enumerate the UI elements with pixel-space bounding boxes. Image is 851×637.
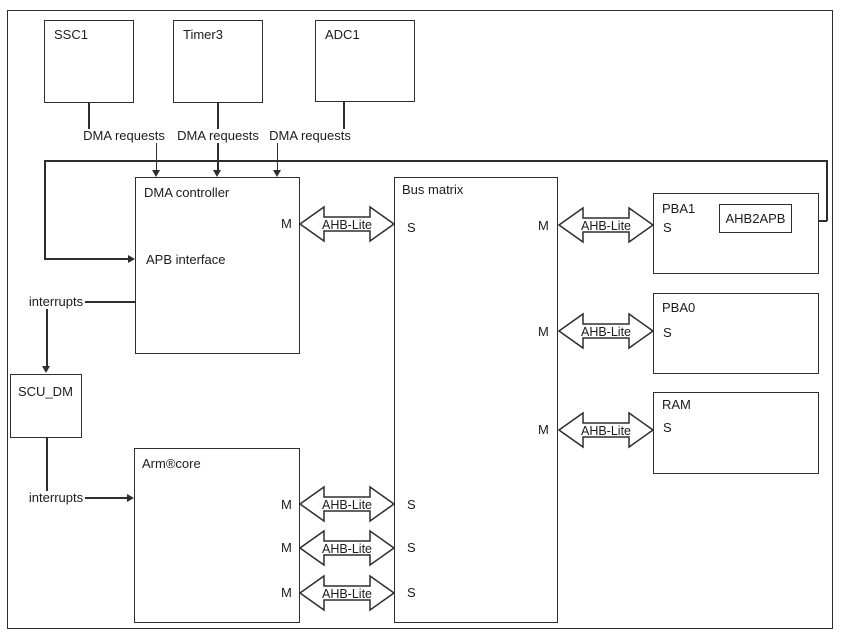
ahb-lite-label: AHB-Lite (580, 324, 632, 339)
block-pba0-label: PBA0 (662, 300, 696, 315)
double-arrow-icon (299, 205, 395, 243)
dma-requests-label-adc1: DMA requests (267, 128, 353, 143)
port-busmatrix-slave-arm-2: S (407, 540, 416, 555)
arrow-right-icon (127, 493, 134, 502)
line-req-adc1 (276, 142, 278, 171)
double-arrow-icon (299, 574, 395, 612)
block-ssc1: SSC1 (44, 20, 134, 103)
bus-ahb-lite-dma-busmatrix: AHB-Lite (299, 205, 395, 243)
line-req-timer3 (217, 142, 219, 171)
block-adc1-label: ADC1 (325, 27, 360, 42)
block-pba1-label: PBA1 (662, 201, 696, 216)
bus-ahb-lite-busmatrix-pba0: AHB-Lite (558, 312, 654, 350)
port-dma-master: M (281, 216, 292, 231)
port-busmatrix-slave-dma: S (407, 220, 416, 235)
arrow-down-icon (272, 170, 281, 177)
ahb-lite-label: AHB-Lite (321, 217, 373, 232)
dma-requests-label-timer3: DMA requests (175, 128, 261, 143)
block-ahb2apb-label: AHB2APB (725, 211, 786, 226)
ahb-lite-label: AHB-Lite (321, 497, 373, 512)
double-arrow-icon (558, 206, 654, 244)
line-apb-top (44, 160, 827, 162)
block-ssc1-label: SSC1 (54, 27, 88, 42)
ahb-lite-label: AHB-Lite (580, 423, 632, 438)
port-arm-master-1: M (281, 497, 292, 512)
block-scu-dm-label: SCU_DM (18, 384, 73, 399)
block-scu-dm: SCU_DM (10, 374, 82, 438)
port-busmatrix-slave-arm-1: S (407, 497, 416, 512)
port-busmatrix-master-ram: M (538, 422, 549, 437)
double-arrow-icon (558, 312, 654, 350)
interrupts-label-dma-scu: interrupts (26, 294, 86, 309)
ahb-lite-label: AHB-Lite (321, 586, 373, 601)
port-arm-master-3: M (281, 585, 292, 600)
bus-ahb-lite-arm-busmatrix-3: AHB-Lite (299, 574, 395, 612)
block-timer3-label: Timer3 (183, 27, 223, 42)
port-busmatrix-slave-arm-3: S (407, 585, 416, 600)
line-int2-v (46, 438, 48, 498)
double-arrow-icon (299, 529, 395, 567)
bus-ahb-lite-busmatrix-pba1: AHB-Lite (558, 206, 654, 244)
line-int2-h (46, 497, 127, 499)
bus-ahb-lite-arm-busmatrix-2: AHB-Lite (299, 529, 395, 567)
block-bus-matrix: Bus matrix (394, 177, 558, 623)
block-ram: RAM (653, 392, 819, 474)
port-pba0-slave: S (663, 325, 672, 340)
port-pba1-slave: S (663, 220, 672, 235)
block-dma-controller-label: DMA controller (144, 185, 230, 200)
dma-requests-label-ssc1: DMA requests (81, 128, 167, 143)
bus-ahb-lite-busmatrix-ram: AHB-Lite (558, 411, 654, 449)
dma-apb-interface-label: APB interface (146, 252, 226, 267)
port-ram-slave: S (663, 420, 672, 435)
block-bus-matrix-label: Bus matrix (402, 182, 464, 197)
line-adc1-stub (343, 101, 345, 131)
block-pba0: PBA0 (653, 293, 819, 374)
double-arrow-icon (558, 411, 654, 449)
line-apb-right-v (826, 160, 828, 221)
block-adc1: ADC1 (315, 20, 415, 102)
double-arrow-icon (299, 485, 395, 523)
line-timer3-stub (217, 102, 219, 131)
arrow-down-icon (213, 170, 221, 177)
line-ssc1-stub (88, 102, 90, 131)
block-ahb2apb: AHB2APB (719, 204, 792, 233)
arrow-right-icon (128, 254, 135, 263)
interrupts-label-scu-arm: interrupts (26, 490, 86, 505)
port-busmatrix-master-pba1: M (538, 218, 549, 233)
ahb-lite-label: AHB-Lite (321, 541, 373, 556)
line-int1-v (46, 301, 48, 367)
ahb-lite-label: AHB-Lite (580, 218, 632, 233)
arrow-down-icon (151, 170, 160, 177)
block-arm-core-label: Arm®core (142, 456, 201, 471)
block-arm-core: Arm®core (134, 448, 300, 623)
port-arm-master-2: M (281, 540, 292, 555)
block-dma-controller: DMA controller APB interface (135, 177, 300, 354)
line-apb-left-h (44, 258, 129, 260)
block-timer3: Timer3 (173, 20, 263, 103)
line-apb-left-v (44, 160, 46, 259)
line-int1-h (46, 301, 135, 303)
block-ram-label: RAM (662, 397, 691, 412)
port-busmatrix-master-pba0: M (538, 324, 549, 339)
arrow-down-icon (42, 366, 51, 373)
line-apb-right-h (818, 220, 827, 222)
bus-ahb-lite-arm-busmatrix-1: AHB-Lite (299, 485, 395, 523)
line-req-ssc1 (155, 142, 157, 171)
